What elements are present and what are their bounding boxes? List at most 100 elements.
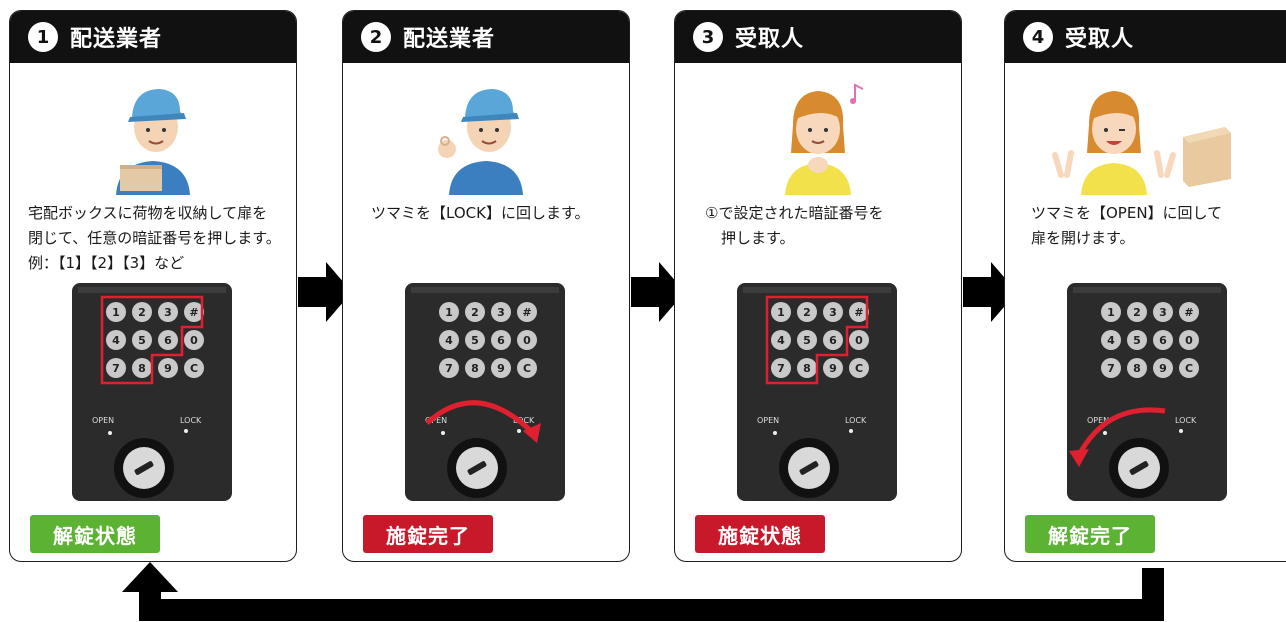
step-number-badge: 4 — [1023, 22, 1053, 52]
keypad-key-label: # — [522, 306, 531, 319]
keypad-key — [158, 302, 178, 322]
turn-direction-arrow — [1076, 407, 1166, 457]
open-position-label: OPEN — [757, 416, 779, 425]
keypad-key — [1179, 302, 1199, 322]
keypad-key — [823, 330, 843, 350]
keypad-key — [184, 358, 204, 378]
keypad-key-label: C — [1185, 362, 1193, 375]
keypad-key — [439, 358, 459, 378]
keypad-key-label: # — [189, 306, 198, 319]
step-description: 宅配ボックスに荷物を収納して扉を 閉じて、任意の暗証番号を押します。 例：【1】… — [28, 201, 281, 276]
entered-code-highlight — [765, 295, 869, 385]
keypad-key-label: 5 — [803, 334, 811, 347]
keypad-key — [132, 330, 152, 350]
open-position-label: OPEN — [92, 416, 114, 425]
keypad-key — [1101, 358, 1121, 378]
keypad-key — [797, 302, 817, 322]
keypad-key-label: 4 — [1107, 334, 1115, 347]
keypad-key-label: 3 — [164, 306, 172, 319]
keypad-key — [517, 330, 537, 350]
keypad-key — [132, 302, 152, 322]
keypad-key-label: 6 — [1159, 334, 1167, 347]
step-header: 1 配送業者 — [10, 11, 296, 63]
keypad-key-label: 0 — [523, 334, 531, 347]
keypad-key — [465, 330, 485, 350]
status-badge: 施錠完了 — [363, 515, 493, 553]
open-position-label: OPEN — [425, 416, 447, 425]
keypad-key-label: 4 — [445, 334, 453, 347]
keypad-key — [517, 358, 537, 378]
description-line: 宅配ボックスに荷物を収納して扉を — [28, 204, 268, 222]
keypad-key-label: 6 — [164, 334, 172, 347]
keypad-key-label: 5 — [138, 334, 146, 347]
keypad-key-label: 9 — [497, 362, 505, 375]
keypad-key-label: 8 — [138, 362, 146, 375]
keypad-key — [439, 330, 459, 350]
step-role-label: 受取人 — [735, 27, 805, 52]
keypad-key-label: 7 — [777, 362, 785, 375]
keypad-key-label: C — [855, 362, 863, 375]
step-card-1: 1 配送業者 宅配ボックスに荷物を収納して扉を 閉じて、任意の暗証番号を押します… — [9, 10, 297, 562]
keypad-key-label: 8 — [1133, 362, 1141, 375]
keypad-key-label: 1 — [777, 306, 785, 319]
keypad-key — [771, 358, 791, 378]
step-header: 3 受取人 — [675, 11, 961, 63]
keypad-key — [1127, 358, 1147, 378]
keypad-key — [1179, 358, 1199, 378]
keypad-key — [106, 358, 126, 378]
keypad-key — [1179, 330, 1199, 350]
lock-position-label: LOCK — [513, 416, 535, 425]
turn-direction-arrow — [425, 400, 535, 435]
keypad-key-label: 6 — [497, 334, 505, 347]
keypad-key-label: 7 — [445, 362, 453, 375]
keypad-key-label: 3 — [1159, 306, 1167, 319]
keypad-key — [823, 302, 843, 322]
description-line: ツマミを【LOCK】に回します。 — [371, 204, 590, 222]
keypad-key — [1153, 302, 1173, 322]
keypad-key-label: 0 — [1185, 334, 1193, 347]
keypad-key-label: 6 — [829, 334, 837, 347]
step-description: ①で設定された暗証番号を 押します。 — [705, 201, 883, 251]
delivery-person-ok-sign-illustration — [438, 89, 523, 195]
keypad-key-label: 9 — [164, 362, 172, 375]
keypad-key — [1127, 302, 1147, 322]
keypad-key — [1101, 330, 1121, 350]
status-badge: 解錠完了 — [1025, 515, 1155, 553]
step-number-badge: 3 — [693, 22, 723, 52]
status-badge: 施錠状態 — [695, 515, 825, 553]
open-position-label: OPEN — [1087, 416, 1109, 425]
keypad-key — [849, 358, 869, 378]
keypad-key — [132, 358, 152, 378]
delivery-person-illustration — [116, 89, 190, 195]
keypad-key — [158, 358, 178, 378]
keypad-key — [184, 302, 204, 322]
keypad-key — [491, 330, 511, 350]
keypad-key-label: 2 — [471, 306, 479, 319]
keypad-key — [465, 358, 485, 378]
keypad-key — [106, 330, 126, 350]
keypad-key — [465, 302, 485, 322]
keypad-key — [184, 330, 204, 350]
lock-position-label: LOCK — [180, 416, 202, 425]
keypad-key — [491, 358, 511, 378]
keypad-key — [797, 330, 817, 350]
keypad-key-label: 1 — [112, 306, 120, 319]
description-line: 押します。 — [721, 229, 795, 247]
recipient-woman-with-parcel-illustration — [1051, 91, 1231, 195]
keypad-key-label: C — [190, 362, 198, 375]
keypad-key — [1127, 330, 1147, 350]
keypad-key — [158, 330, 178, 350]
lock-position-label: LOCK — [845, 416, 867, 425]
keypad-key-label: 9 — [1159, 362, 1167, 375]
flow-arrow-right — [963, 262, 1017, 322]
status-badge: 解錠状態 — [30, 515, 160, 553]
keypad-key-label: C — [523, 362, 531, 375]
keypad-key — [491, 302, 511, 322]
